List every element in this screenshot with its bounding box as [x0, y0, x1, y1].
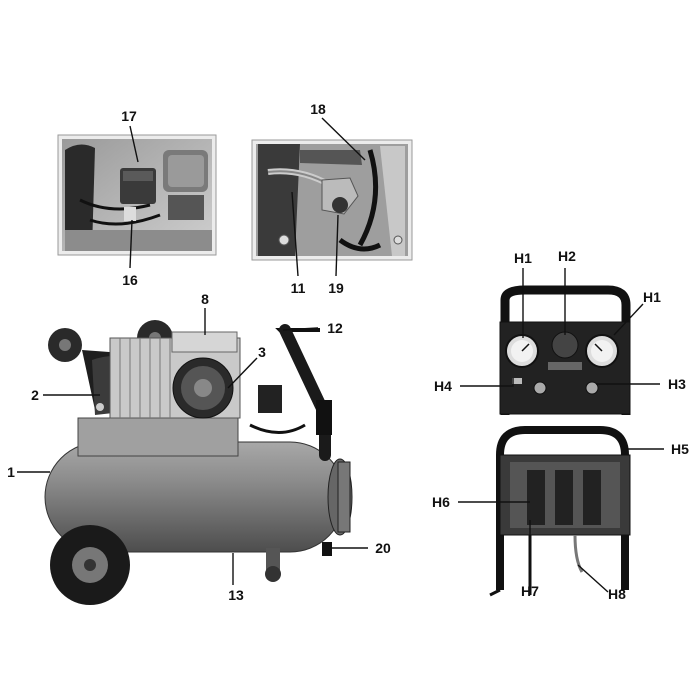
inset-pressure-switch — [57, 134, 217, 256]
inset-check-valve — [251, 139, 413, 261]
label-H6: H6 — [432, 494, 450, 510]
label-8: 8 — [201, 291, 209, 307]
label-12: 12 — [327, 320, 343, 336]
label-H8: H8 — [608, 586, 626, 602]
label-16: 16 — [122, 272, 138, 288]
label-H1-left: H1 — [514, 250, 532, 266]
control-panel — [499, 285, 631, 415]
label-H3: H3 — [668, 376, 686, 392]
label-11: 11 — [291, 280, 306, 296]
label-H2: H2 — [558, 248, 576, 264]
label-13: 13 — [228, 587, 244, 603]
label-H1-right: H1 — [643, 289, 661, 305]
label-H4: H4 — [434, 378, 452, 394]
label-H5: H5 — [671, 441, 689, 457]
label-3: 3 — [258, 344, 266, 360]
label-2: 2 — [31, 387, 39, 403]
trolley-frame — [489, 426, 631, 597]
air-compressor — [44, 320, 353, 605]
label-17: 17 — [121, 108, 137, 124]
label-1: 1 — [7, 464, 15, 480]
part-labels: 17 16 18 11 19 8 12 2 3 1 20 13 H1 H2 H1… — [7, 101, 689, 603]
label-18: 18 — [310, 101, 326, 117]
label-19: 19 — [328, 280, 344, 296]
label-H7: H7 — [521, 583, 539, 599]
leader-lines — [17, 117, 664, 593]
label-20: 20 — [375, 540, 391, 556]
